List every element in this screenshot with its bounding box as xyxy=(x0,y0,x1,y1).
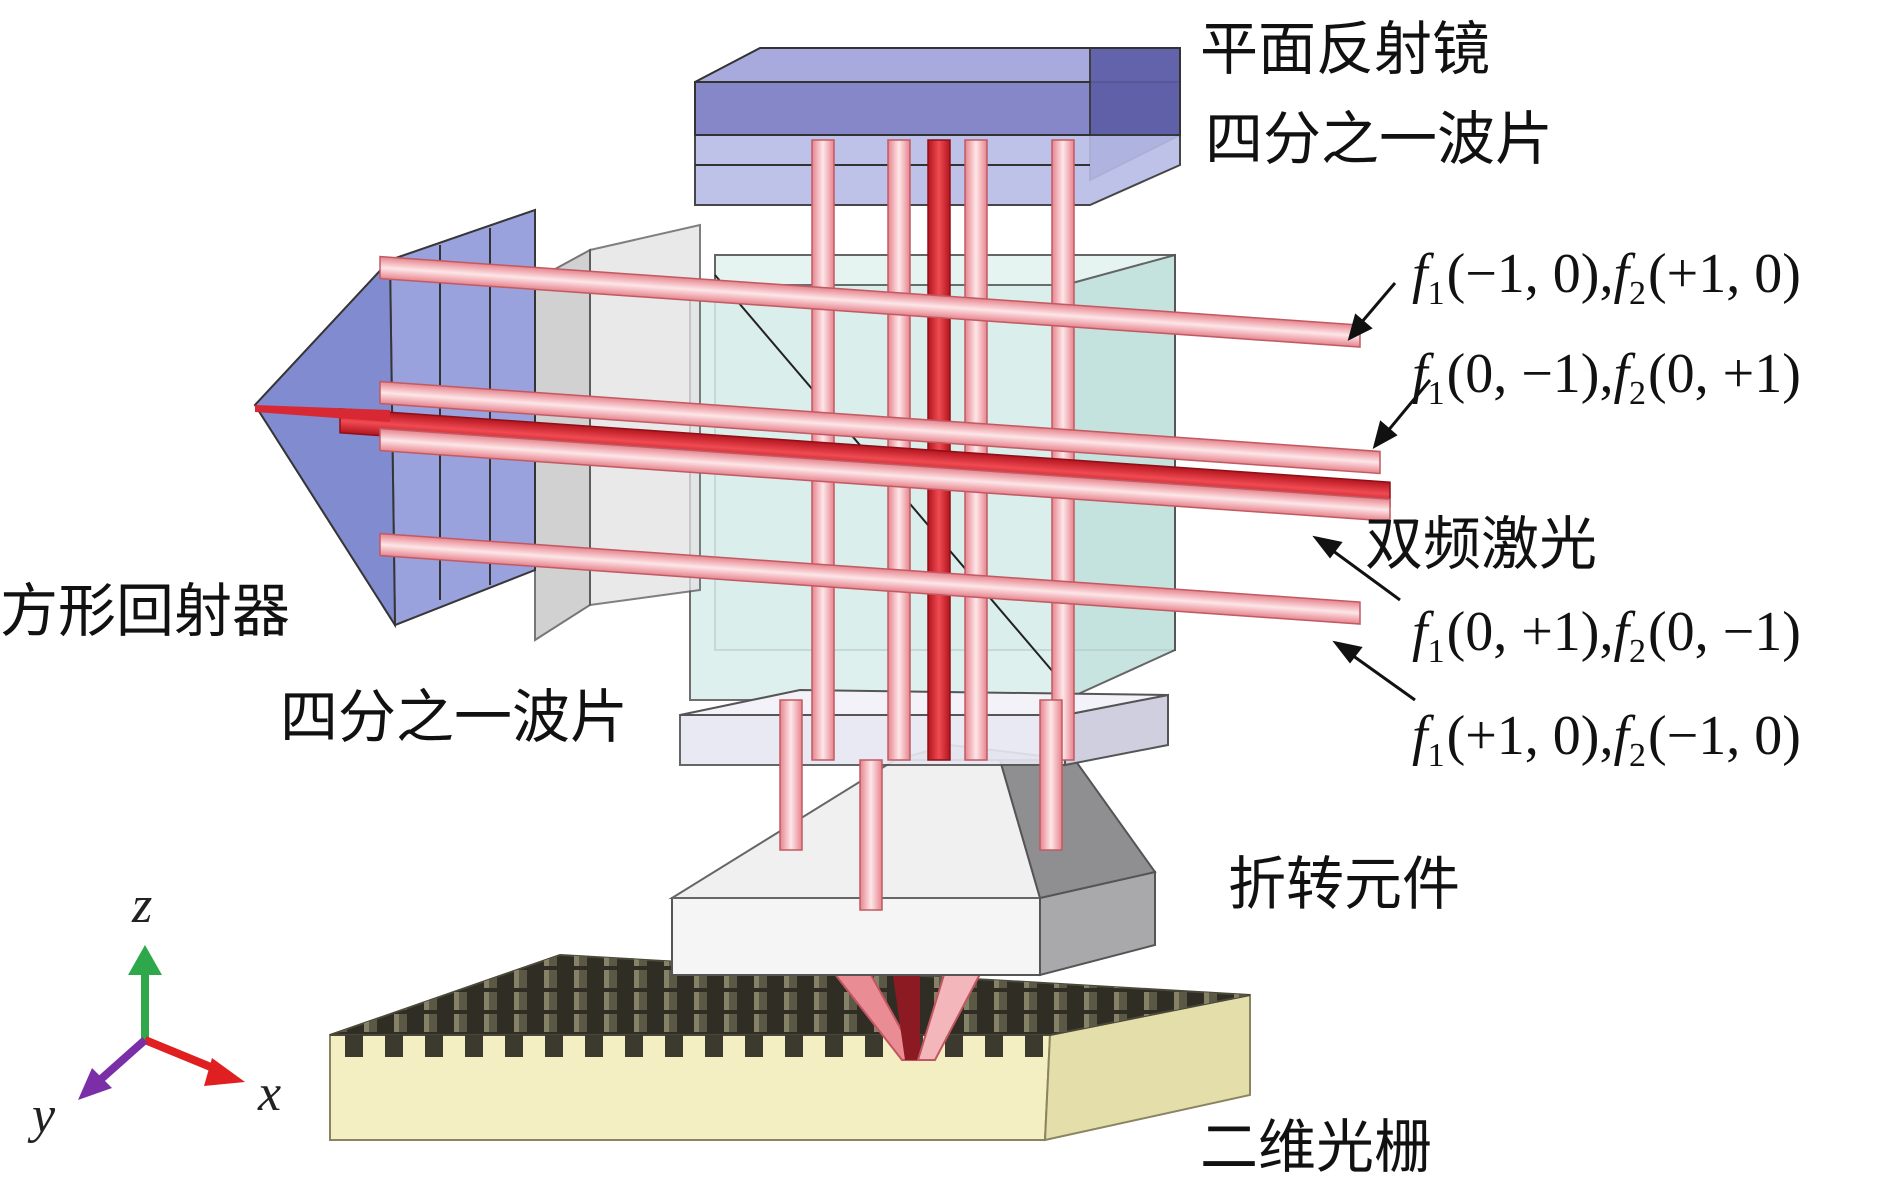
fold-element xyxy=(668,743,1157,977)
order-label-1: f1(−1, 0),f2(+1, 0) xyxy=(1412,243,1801,312)
quarter-wave-plate-bottom xyxy=(679,688,1169,767)
pointer-arrows xyxy=(1312,282,1432,702)
order-label-2: f1(0, −1),f2(0, +1) xyxy=(1412,343,1801,412)
order-label-4: f1(+1, 0),f2(−1, 0) xyxy=(1412,705,1801,774)
coordinate-axes xyxy=(78,945,245,1100)
x-axis-arrowhead xyxy=(204,1058,245,1086)
axis-label-z: z xyxy=(132,877,153,934)
grating-2d xyxy=(329,953,1251,1142)
label-qwp-top: 四分之一波片 xyxy=(1205,105,1554,173)
label-corner-reflector: 方形回射器 xyxy=(0,577,291,645)
label-fold-element: 折转元件 xyxy=(1228,850,1461,918)
order-label-3: f1(0, +1),f2(0, −1) xyxy=(1412,601,1801,670)
axis-label-x: x xyxy=(258,1065,282,1122)
z-axis-arrowhead xyxy=(128,945,162,975)
axis-label-y: y xyxy=(32,1087,56,1144)
label-grating-2d: 二维光栅 xyxy=(1200,1113,1433,1181)
label-plane-mirror: 平面反射镜 xyxy=(1200,15,1491,83)
horizontal-beams xyxy=(255,255,1391,625)
y-axis-arrowhead xyxy=(78,1068,112,1100)
label-dual-freq-laser: 双频激光 xyxy=(1365,510,1598,578)
beams-to-grating xyxy=(817,954,992,1061)
label-qwp-left: 四分之一波片 xyxy=(280,683,629,751)
